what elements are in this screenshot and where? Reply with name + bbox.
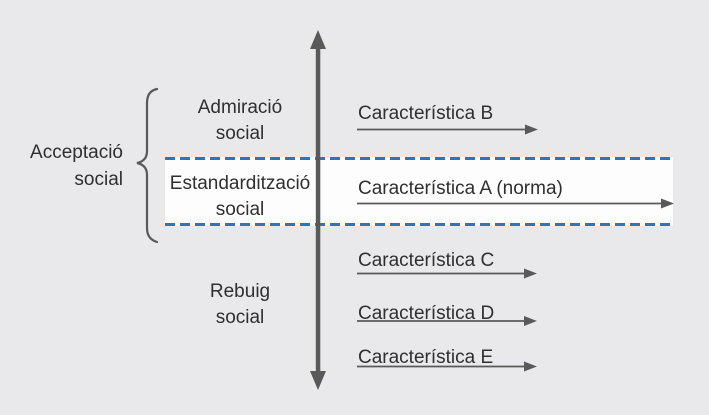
level-rebuig-line2: social [215,307,265,328]
norm-band-bottom-dashed-border [165,223,673,226]
level-rebuig-social: Rebuig social [140,279,340,331]
arrow-caracteristica-e [357,361,537,372]
arrow-caracteristica-d [357,316,537,326]
norm-band-top-dashed-border [165,157,673,160]
acceptacio-social-line1: Acceptació [30,142,123,163]
level-estandarditzacio-social: Estandardització social [140,171,340,223]
acceptacio-social-line2: social [74,169,123,190]
arrow-caracteristica-c [357,268,537,279]
caracteristica-a-label: Característica A (norma) [358,178,563,199]
arrow-caracteristica-a [357,198,674,209]
caracteristica-d-label: Característica D [358,303,495,324]
level-estandarditzacio-line2: social [215,199,265,220]
vertical-axis-arrow [310,30,326,390]
caracteristica-c-label: Característica C [358,250,495,271]
level-admiracio-line2: social [215,123,265,144]
level-admiracio-social: Admiració social [140,95,340,147]
arrow-caracteristica-b [357,124,538,135]
caracteristica-b-label: Característica B [358,103,494,124]
level-admiracio-line1: Admiració [197,97,283,118]
caracteristica-e-label: Característica E [358,347,494,368]
level-rebuig-line1: Rebuig [209,281,271,302]
brace-icon [136,87,159,244]
acceptacio-social-label: Acceptació social [10,139,123,193]
norm-band [165,157,673,226]
level-estandarditzacio-line1: Estandardització [169,173,311,194]
